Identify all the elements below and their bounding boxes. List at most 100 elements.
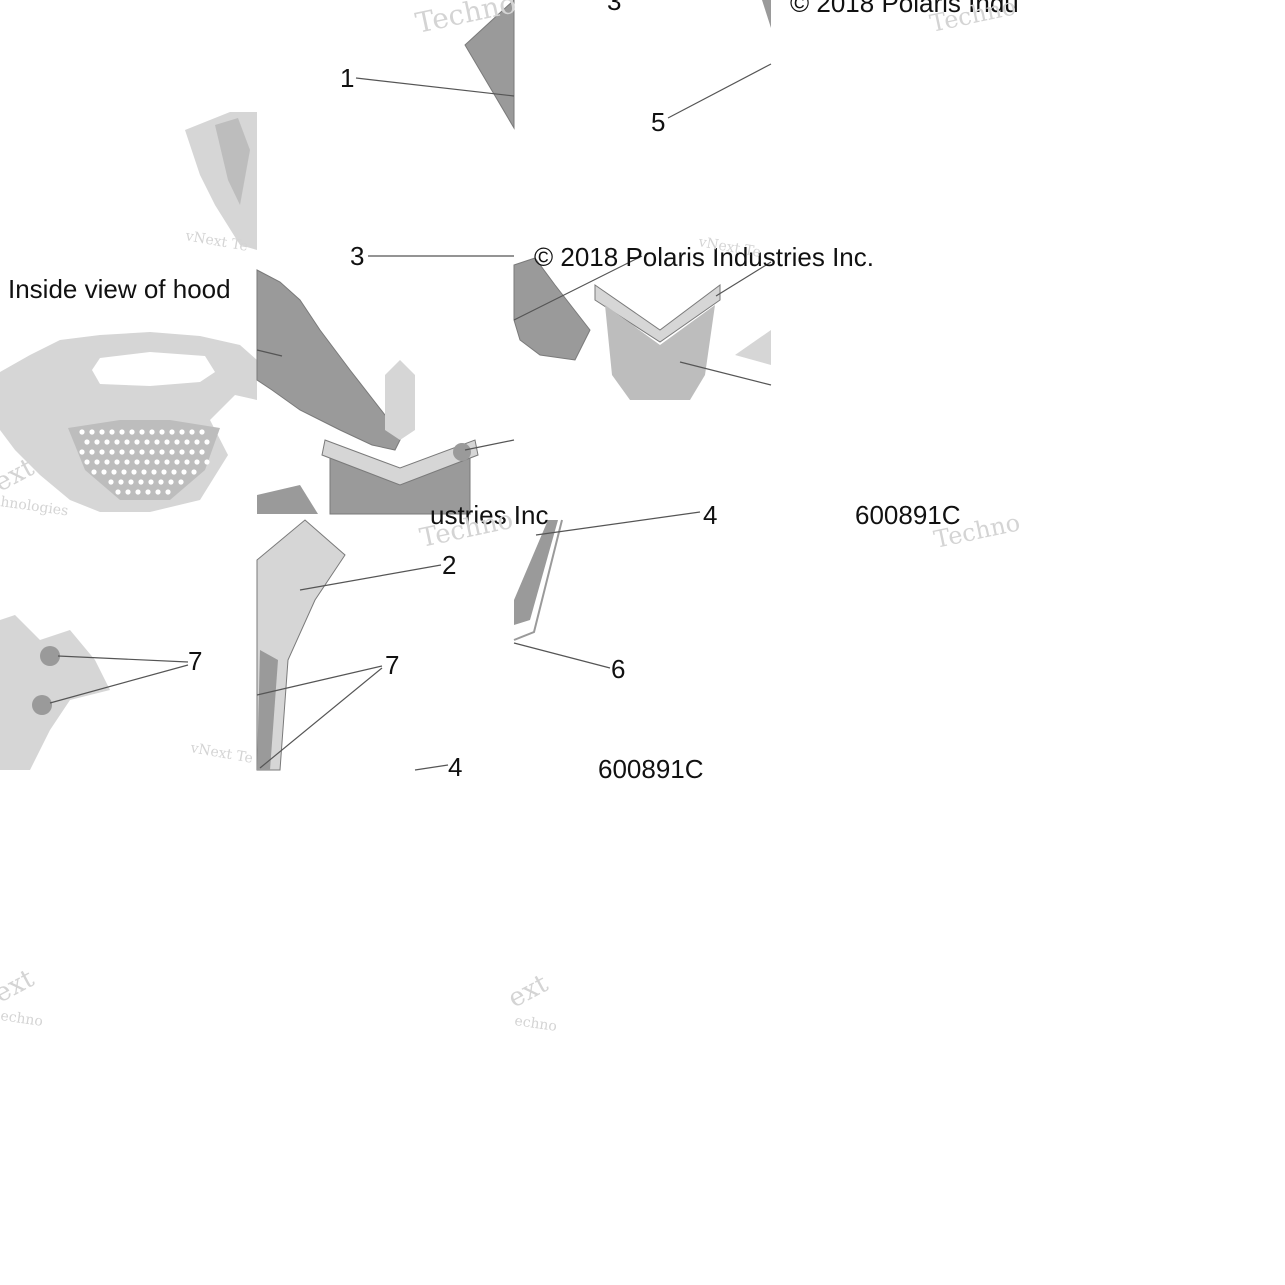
vent-hole [149,429,155,435]
hood-front-decal [605,305,715,400]
callout-4-lower: 4 [448,752,462,782]
vent-hole [89,429,95,435]
vent-hole [79,429,85,435]
vent-hole [118,479,124,485]
vent-hole [89,449,95,455]
part-number-lower: 600891C [598,754,704,784]
vent-hole [179,429,185,435]
vent-hole [138,479,144,485]
vent-hole [199,429,205,435]
side-strip-trim [513,519,563,641]
vent-hole [111,469,117,475]
leader-line-7a-2 [49,664,189,704]
vent-hole [109,449,115,455]
callout-3-corner: 3 [607,0,621,16]
hood-decal-large-left [256,269,406,451]
vent-hole [91,469,97,475]
vent-hole [189,429,195,435]
vent-hole [129,429,135,435]
leader-line-7b-2 [259,667,383,769]
vent-hole [154,459,160,465]
watermark-text: vNext Te [188,740,254,767]
watermark-text: hnologies [0,494,69,519]
vent-hole [204,459,210,465]
vent-hole [114,439,120,445]
vent-hole [139,429,145,435]
hood-lower-left-panel [257,485,318,514]
tile-r1c1 [185,112,257,250]
vent-hole [179,449,185,455]
hood-side-fragment-inner [215,118,250,205]
chevron-trim [321,439,479,486]
vent-hole [168,479,174,485]
vent-hole [161,469,167,475]
watermark-text: echno [0,1008,44,1030]
callout-5: 5 [651,107,665,137]
callout-7-center: 7 [385,650,399,680]
vent-hole [165,489,171,495]
copyright-lower: ustries Inc. [430,500,556,530]
vent-hole [169,429,175,435]
leader-line-1 [355,77,515,97]
vent-hole [129,449,135,455]
vent-hole [94,439,100,445]
fastener-7-lower [32,695,52,715]
tile-r2c2 [256,269,515,515]
vent-hole [79,449,85,455]
vent-hole [189,449,195,455]
hood-center-spine [385,360,415,440]
vent-hole [181,469,187,475]
vent-hole [109,429,115,435]
vent-hole [194,459,200,465]
vent-hole [124,459,130,465]
vent-hole [134,439,140,445]
inside-view-caption: Inside view of hood [8,274,231,304]
side-panel-right [735,330,771,365]
callout-1: 1 [340,63,354,93]
vent-hole [135,489,141,495]
vent-hole [119,429,125,435]
vent-hole [174,459,180,465]
vent-hole [159,449,165,455]
leader-line-5 [667,63,772,119]
vent-hole [155,489,161,495]
leader-line-4-lower [414,764,449,771]
leader-line-hood-left [256,349,283,357]
leader-line-4-upper [535,511,701,536]
fastener-rivet [453,443,471,461]
callout-6: 6 [611,654,625,684]
vent-hole [104,459,110,465]
hood-top-chevron [594,284,721,343]
watermark-text: ext [503,968,553,1014]
vent-hole [144,439,150,445]
vent-hole [184,439,190,445]
vent-hole [114,459,120,465]
tile-r3c1: 7 [0,615,202,770]
leader-line-6 [513,642,611,669]
tile-r2c1: Inside view of hood [0,274,257,512]
hood-edge-fragment [0,615,110,770]
side-panel-edge [762,0,771,28]
callout-2: 2 [442,550,456,580]
leader-line-2 [299,564,442,591]
vent-hole [125,489,131,495]
vent-hole [145,489,151,495]
tile-r3c3: 4 6 600891C 600891C [513,500,961,784]
vent-hole [169,449,175,455]
vent-hole [115,489,121,495]
side-panel-decal-2-shadow [257,650,278,770]
side-strip-decal [514,520,558,625]
vent-hole [84,459,90,465]
vent-hole [121,469,127,475]
vent-hole [149,449,155,455]
callout-7-left: 7 [188,646,202,676]
leader-line-7a-1 [57,655,189,663]
vent-hole [104,439,110,445]
copyright-top: © 2018 Polaris Indu [790,0,1019,18]
vent-hole [134,459,140,465]
vent-hole [128,479,134,485]
leader-line-decal-left [513,255,643,321]
tile-r1c3: 3 5 © 2018 Polaris Indu [607,0,1019,137]
vent-hole [124,439,130,445]
